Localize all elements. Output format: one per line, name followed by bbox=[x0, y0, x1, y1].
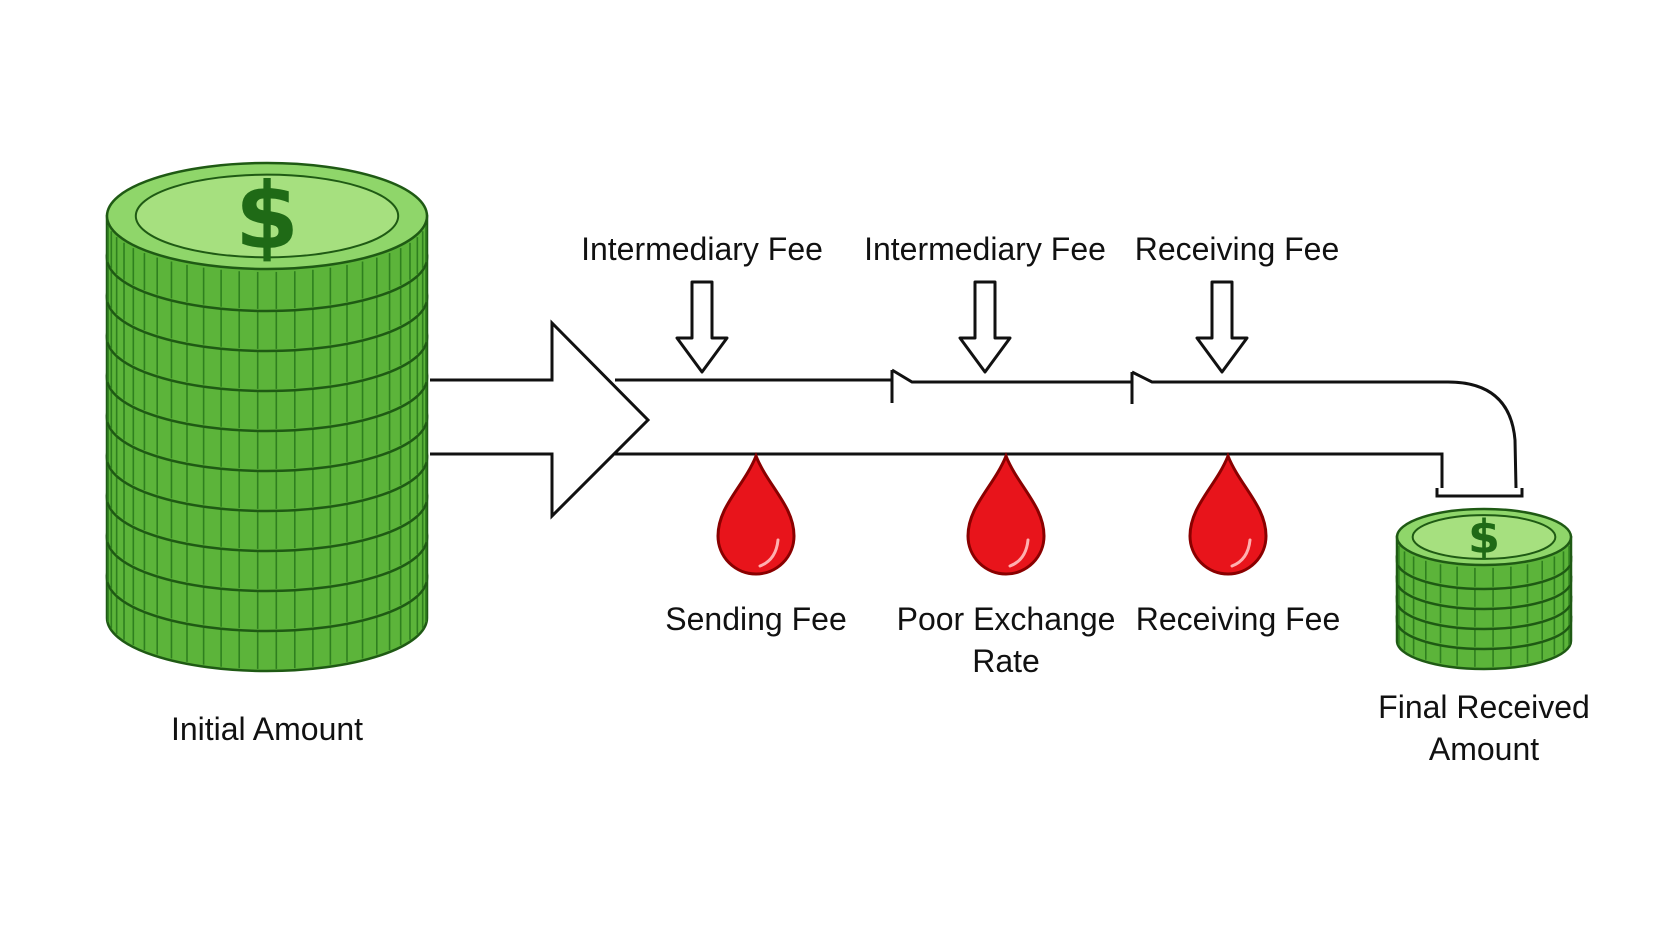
fee-arrow-icon-2 bbox=[958, 280, 1012, 374]
final-top-coin-face: $ bbox=[1411, 510, 1557, 564]
initial-amount-coin-stack: $ bbox=[105, 161, 429, 673]
final-amount-coin-stack: $ bbox=[1395, 507, 1573, 671]
money-flow-pipe bbox=[430, 319, 1524, 520]
top-fee-label-2: Intermediary Fee bbox=[864, 231, 1106, 267]
fee-arrow-icon-1 bbox=[675, 280, 729, 374]
initial-top-coin-face: $ bbox=[134, 163, 400, 270]
initial-dollar-icon: $ bbox=[235, 163, 299, 270]
pipe-top-edge bbox=[430, 319, 651, 520]
final-amount-label-line2: Amount bbox=[1429, 731, 1539, 767]
pipe-outlet bbox=[1435, 488, 1524, 498]
top-fee-label-3: Receiving Fee bbox=[1135, 231, 1340, 267]
drop-icon-sending bbox=[716, 451, 796, 576]
drop-icon-exchange bbox=[966, 451, 1046, 576]
pipe-upper-line bbox=[615, 368, 1518, 489]
top-fee-label-1: Intermediary Fee bbox=[581, 231, 823, 267]
initial-amount-label: Initial Amount bbox=[171, 711, 363, 747]
leak-label-sending: Sending Fee bbox=[665, 601, 846, 637]
leak-label-exchange-line1: Poor Exchange bbox=[897, 601, 1116, 637]
leak-label-receiving: Receiving Fee bbox=[1136, 601, 1341, 637]
drop-icon-receiving bbox=[1188, 451, 1268, 576]
final-amount-label-line1: Final Received bbox=[1378, 689, 1590, 725]
leak-label-exchange-line2: Rate bbox=[972, 643, 1040, 679]
pipe-lower-line bbox=[615, 452, 1444, 488]
fee-arrow-icon-3 bbox=[1195, 280, 1249, 374]
final-dollar-icon: $ bbox=[1468, 510, 1500, 564]
